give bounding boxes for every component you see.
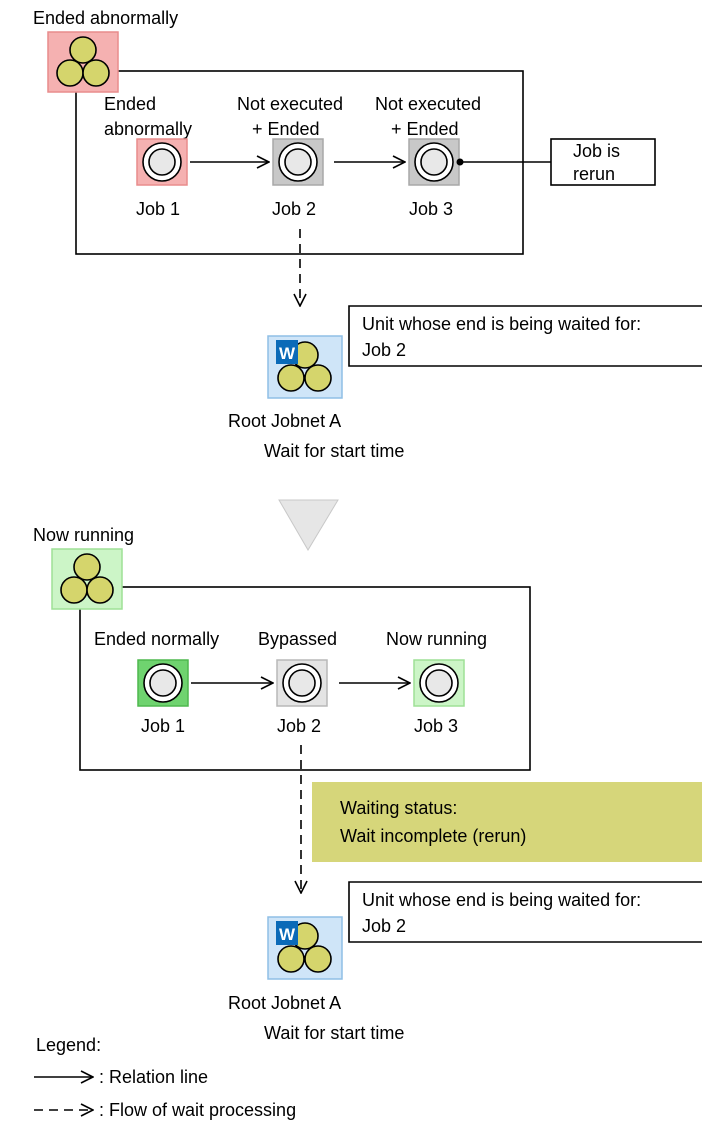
top-root-status: Wait for start time <box>264 441 404 461</box>
bottom-job1-icon[interactable] <box>137 659 189 707</box>
top-root-jobnet-icon[interactable]: W <box>267 335 343 399</box>
legend-wait-flow-label: : Flow of wait processing <box>99 1100 296 1120</box>
top-job3-status-line1: Not executed <box>375 94 481 114</box>
top-job1-status-line2: abnormally <box>104 119 192 139</box>
top-job2-status-line1: Not executed <box>237 94 343 114</box>
bottom-job2-icon[interactable] <box>276 659 328 707</box>
top-job1-status-line1: Ended <box>104 94 156 114</box>
bottom-job3-icon[interactable] <box>413 659 465 707</box>
rerun-callout-line2: rerun <box>573 164 615 184</box>
bottom-job1-name: Job 1 <box>141 716 185 736</box>
waiting-status-line1: Waiting status: <box>340 798 457 818</box>
top-root-callout-box <box>348 305 702 367</box>
bottom-wait-badge <box>276 921 298 945</box>
top-wait-badge <box>276 340 298 364</box>
top-root-callout-line1: Unit whose end is being waited for: <box>362 314 641 334</box>
bottom-root-status: Wait for start time <box>264 1023 404 1043</box>
top-root-name: Root Jobnet A <box>228 411 341 431</box>
top-wait-badge-letter: W <box>279 344 296 363</box>
top-job1-name: Job 1 <box>136 199 180 219</box>
bottom-job3-status: Now running <box>386 629 487 649</box>
top-job2-name: Job 2 <box>272 199 316 219</box>
rerun-callout-line1: Job is <box>573 141 620 161</box>
bottom-job2-status: Bypassed <box>258 629 337 649</box>
legend-title: Legend: <box>36 1035 101 1055</box>
top-job1-icon[interactable] <box>136 138 188 186</box>
top-job2-icon[interactable] <box>272 138 324 186</box>
bottom-job2-name: Job 2 <box>277 716 321 736</box>
top-job3-icon[interactable] <box>408 138 460 186</box>
waiting-status-line2: Wait incomplete (rerun) <box>340 826 526 846</box>
bottom-jobnet-status: Now running <box>33 525 134 545</box>
bottom-root-callout-line2: Job 2 <box>362 916 406 936</box>
rerun-callout-box <box>550 138 656 186</box>
bottom-job3-name: Job 3 <box>414 716 458 736</box>
bottom-wait-badge-letter: W <box>279 925 296 944</box>
bottom-root-jobnet-icon[interactable]: W <box>267 916 343 980</box>
bottom-jobnet-icon[interactable] <box>51 548 123 610</box>
top-jobnet-icon[interactable] <box>47 31 119 93</box>
top-root-callout-line2: Job 2 <box>362 340 406 360</box>
bottom-root-name: Root Jobnet A <box>228 993 341 1013</box>
bottom-section: Now running Ended normally Bypassed Now … <box>33 525 702 1043</box>
top-job2-status-line2: + Ended <box>252 119 320 139</box>
transition-arrow-icon <box>278 499 339 551</box>
top-job3-status-line2: + Ended <box>391 119 459 139</box>
legend-relation-label: : Relation line <box>99 1067 208 1087</box>
top-section: Ended abnormally Ended abnormally Not ex… <box>33 8 702 461</box>
bottom-job1-status: Ended normally <box>94 629 219 649</box>
waiting-status-banner <box>312 782 702 862</box>
bottom-root-callout-line1: Unit whose end is being waited for: <box>362 890 641 910</box>
top-job3-name: Job 3 <box>409 199 453 219</box>
legend: Legend: : Relation line : Flow of wait p… <box>34 1035 296 1120</box>
top-jobnet-status: Ended abnormally <box>33 8 178 28</box>
bottom-root-callout-box <box>348 881 702 943</box>
